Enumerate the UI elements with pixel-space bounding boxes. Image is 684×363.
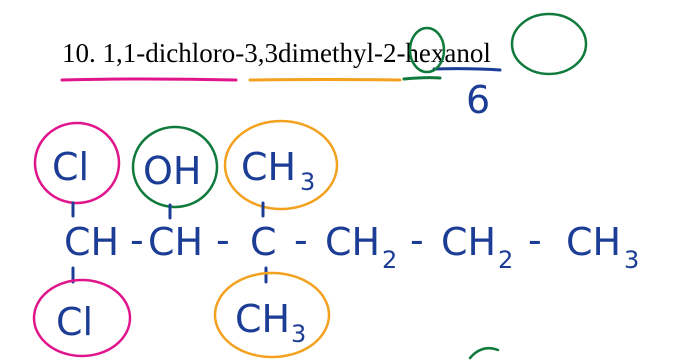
circle-green-anol: [510, 12, 588, 76]
underline-magenta: [60, 77, 238, 82]
underline-orange: [248, 78, 402, 82]
underline-green: [402, 76, 442, 81]
problem-title: 10. 1,1-dichloro-3,3dimethyl-2-hexanol: [62, 38, 491, 68]
chain-dash2: -: [216, 218, 230, 262]
chain-c2: CH: [148, 220, 203, 264]
chain-c5: CH: [441, 220, 496, 264]
chain-c6: CH: [566, 220, 621, 264]
circle-green-2: [408, 26, 446, 74]
circle-cl-bottom: [32, 278, 132, 358]
chain-dash5: -: [528, 218, 542, 262]
label-oh: OH: [143, 149, 201, 193]
label-ch3-top: CH: [241, 145, 296, 189]
stroke-green-partial: [468, 347, 500, 360]
circle-ch3-bottom: [213, 271, 331, 359]
circle-cl-top: [33, 121, 121, 205]
label-cl-top: Cl: [52, 145, 89, 189]
chain-dash1: -: [130, 218, 144, 262]
circle-ch3-top: [223, 119, 339, 211]
chain-dash3: -: [294, 218, 308, 262]
annotation-number: 6: [466, 78, 490, 122]
chain-c1: CH: [64, 220, 119, 264]
label-cl-bottom: Cl: [56, 300, 93, 344]
label-ch3-bottom: CH: [235, 297, 290, 341]
label-ch3-bottom-sub: 3: [291, 320, 306, 348]
underline-blue: [432, 67, 502, 72]
circle-oh: [131, 125, 219, 209]
chain-c5-sub: 2: [498, 246, 513, 274]
chain-c4: CH: [325, 220, 380, 264]
label-ch3-top-sub: 3: [300, 168, 315, 196]
chain-c3: C: [250, 220, 277, 264]
chain-c4-sub: 2: [382, 246, 397, 274]
chain-dash4: -: [410, 218, 424, 262]
chain-c6-sub: 3: [624, 246, 639, 274]
